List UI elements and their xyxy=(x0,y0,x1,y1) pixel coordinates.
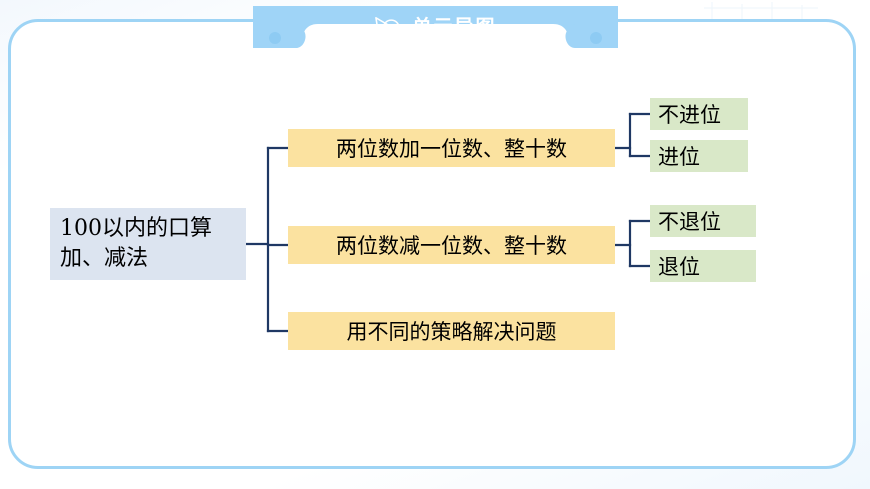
mindmap-node-subtraction[interactable]: 两位数减一位数、整十数 xyxy=(288,226,615,264)
mindmap-leaf-borrow[interactable]: 退位 xyxy=(650,250,756,282)
root-label-line1: 100以内的口算 xyxy=(60,216,212,241)
branch-label: 两位数加一位数、整十数 xyxy=(336,137,567,161)
branch-label: 两位数减一位数、整十数 xyxy=(336,234,567,258)
mindmap-node-addition[interactable]: 两位数加一位数、整十数 xyxy=(288,129,615,167)
mindmap-leaf-no-borrow[interactable]: 不退位 xyxy=(650,205,756,237)
leaf-label: 不进位 xyxy=(658,103,721,127)
leaf-label: 不退位 xyxy=(658,210,721,234)
leaf-label: 退位 xyxy=(658,255,700,279)
banner-dot-right xyxy=(590,32,602,44)
leaf-label: 进位 xyxy=(658,145,700,169)
banner-shape xyxy=(253,6,618,48)
banner-dot-left xyxy=(269,32,281,44)
mindmap-node-root[interactable]: 100以内的口算 加、减法 xyxy=(50,208,246,280)
mindmap-leaf-no-carry[interactable]: 不进位 xyxy=(650,98,748,130)
mindmap-node-strategies[interactable]: 用不同的策略解决问题 xyxy=(288,312,615,350)
section-banner: 单元导图 xyxy=(253,6,618,48)
branch-label: 用不同的策略解决问题 xyxy=(346,320,557,344)
mindmap-leaf-carry[interactable]: 进位 xyxy=(650,140,748,172)
root-label-line2: 加、减法 xyxy=(60,246,149,271)
